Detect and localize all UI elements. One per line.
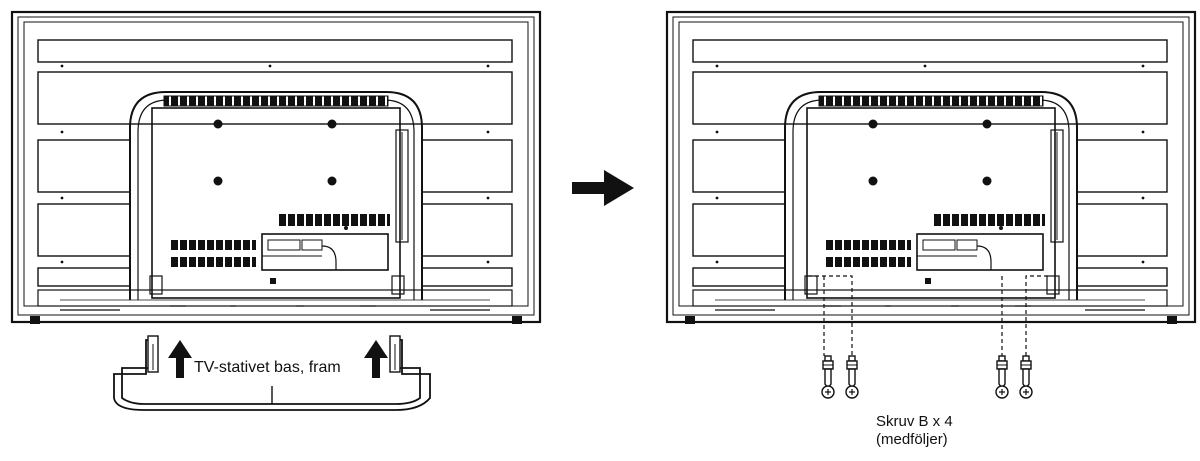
up-arrow-icon [364, 340, 388, 378]
screw-label-line2: (medföljer) [876, 431, 948, 448]
tv-back-right [665, 10, 1197, 326]
screw-icon [821, 355, 835, 399]
screw-icon [1019, 355, 1033, 399]
screw-icon [845, 355, 859, 399]
up-arrow-icon [168, 340, 192, 378]
tv-back-left [10, 10, 542, 326]
screw-icon [995, 355, 1009, 399]
screw-guide-lines [808, 275, 1048, 356]
right-arrow-icon [572, 170, 634, 206]
screw-label-line1: Skruv B x 4 [876, 413, 953, 430]
stand-label: TV-stativet bas, fram [194, 359, 341, 376]
stand-base [113, 335, 431, 411]
